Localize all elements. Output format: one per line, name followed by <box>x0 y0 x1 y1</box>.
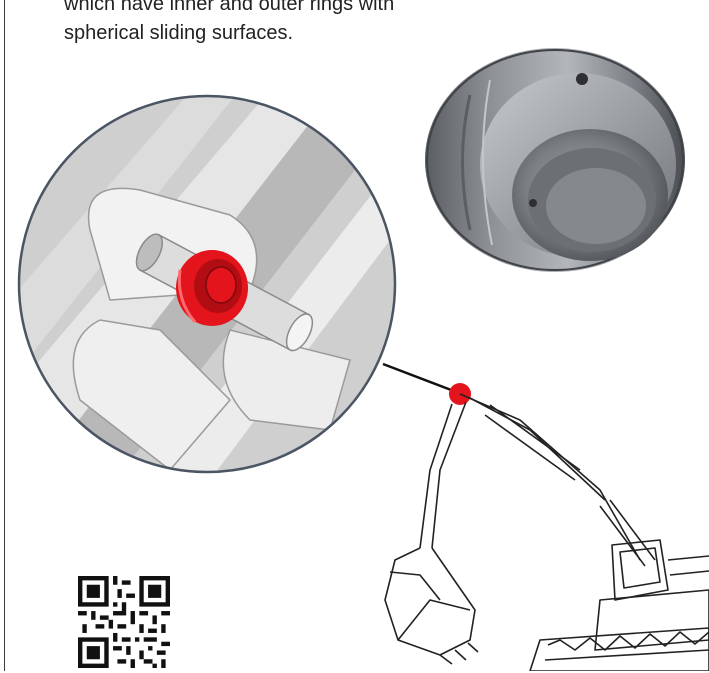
qr-code-icon[interactable] <box>78 576 170 668</box>
qr-code-graphic <box>78 576 170 668</box>
intro-line-2: spherical sliding surfaces. <box>64 22 293 44</box>
excavator-drawing <box>384 393 709 671</box>
leader-line <box>382 362 460 395</box>
highlighted-bearing <box>176 250 248 326</box>
zoom-detail-circle <box>17 94 397 474</box>
spherical-bearing-image <box>425 48 685 272</box>
intro-line-1: which have inner and outer rings with <box>64 0 395 15</box>
intro-paragraph: which have inner and outer rings with sp… <box>64 0 424 48</box>
page-left-border <box>4 0 5 671</box>
